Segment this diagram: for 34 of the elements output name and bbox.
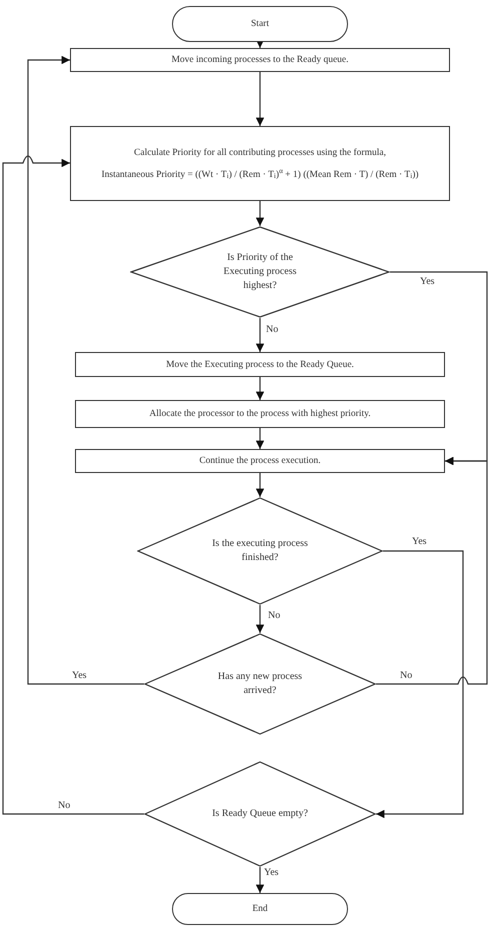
process-box bbox=[75, 449, 445, 473]
arrow bbox=[256, 377, 264, 400]
formula-text: Instantaneous Priority = ((Wt · T$_{i}$) / (Rem · T$_{i}$)$^{α}$ + 1) ((Mean Rem · T) / (Rem · T$_{i}$)) bbox=[100, 168, 420, 180]
process-text: Move incoming processes to the Ready queue. bbox=[170, 54, 350, 66]
arrow bbox=[256, 201, 264, 226]
arrow bbox=[256, 867, 264, 893]
decision-text: Is the executing process finished? bbox=[211, 537, 309, 565]
decision-text: Is Priority of the Executing process highest? bbox=[222, 251, 298, 293]
process-box bbox=[70, 48, 450, 72]
process-text: Continue the process execution. bbox=[198, 455, 322, 467]
terminal-text: Start bbox=[250, 18, 270, 30]
process-text: Allocate the processor to the process with highest priority. bbox=[148, 408, 372, 420]
decision-text: Has any new process arrived? bbox=[216, 670, 304, 698]
process-box bbox=[75, 400, 445, 428]
arrow bbox=[256, 473, 264, 497]
decision-text: Is Ready Queue empty? bbox=[211, 807, 309, 821]
process-text: Calculate Priority for all contributing processes using the formula, bbox=[133, 146, 387, 158]
arrow bbox=[27, 56, 144, 685]
terminal-text: End bbox=[251, 903, 269, 915]
decision-diamond bbox=[130, 226, 390, 318]
arrow bbox=[256, 72, 264, 126]
arrow bbox=[256, 40, 264, 48]
process-box bbox=[75, 352, 445, 377]
decision-diamond bbox=[144, 633, 376, 735]
arrow bbox=[256, 318, 264, 352]
arrow bbox=[376, 456, 488, 685]
decision-diamond bbox=[137, 497, 383, 605]
arrow bbox=[256, 428, 264, 449]
arrow bbox=[2, 156, 144, 815]
process-box bbox=[70, 126, 450, 201]
process-text: Move the Executing process to the Ready Queue. bbox=[165, 358, 355, 370]
arrow bbox=[256, 605, 264, 633]
decision-diamond bbox=[144, 761, 376, 867]
arrow bbox=[376, 550, 464, 818]
